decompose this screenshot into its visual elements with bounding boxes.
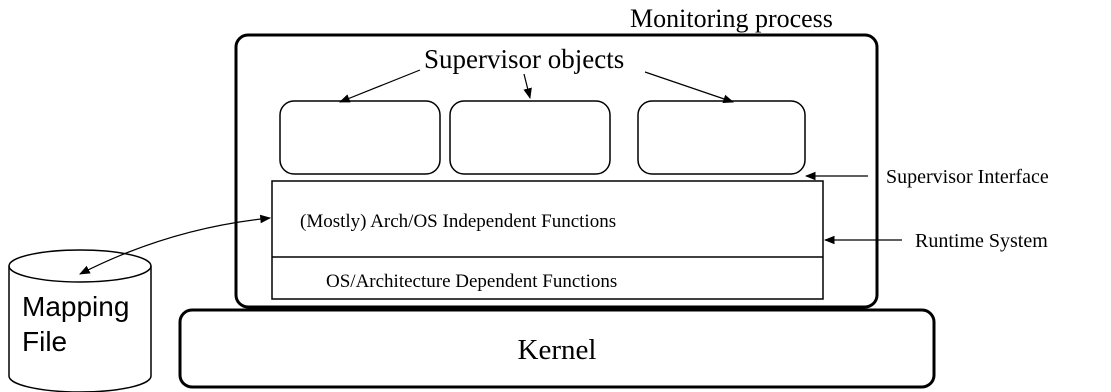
- dependent-functions-label: OS/Architecture Dependent Functions: [326, 271, 617, 292]
- runtime-system-label: Runtime System: [915, 230, 1048, 252]
- monitoring-process-label: Monitoring process: [630, 4, 833, 33]
- arrow-to-object-3: [644, 71, 735, 103]
- mapping-file-label-line1: Mapping: [22, 291, 129, 322]
- supervisor-object-box: [637, 100, 806, 175]
- independent-functions-label: (Mostly) Arch/OS Independent Functions: [300, 211, 616, 232]
- mapping-file-label-line2: File: [22, 326, 67, 357]
- supervisor-object-box: [279, 100, 441, 175]
- runtime-system-box: [271, 180, 824, 300]
- kernel-label: Kernel: [518, 334, 597, 366]
- kernel-box: [178, 308, 936, 389]
- supervisor-interface-label: Supervisor Interface: [886, 166, 1049, 188]
- supervisor-object-box: [449, 100, 611, 175]
- cylinder-top: [8, 249, 152, 283]
- mapping-file-arrow: [79, 214, 272, 275]
- supervisor-objects-label: Supervisor objects: [424, 44, 624, 74]
- arrow-to-object-1: [338, 69, 421, 103]
- cylinder-bottom: [8, 375, 152, 392]
- arrow-to-object-2: [523, 73, 532, 100]
- monitoring-process-box: [234, 33, 879, 309]
